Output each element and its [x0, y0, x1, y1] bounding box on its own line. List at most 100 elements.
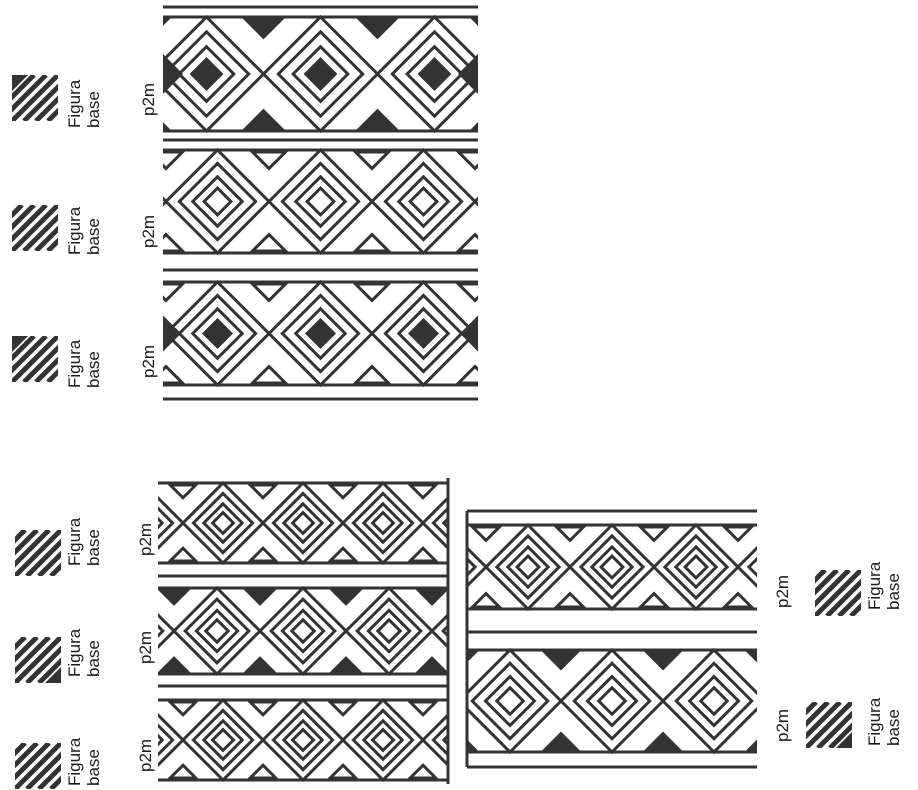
triangle-top	[410, 485, 436, 498]
stripe	[12, 205, 58, 251]
triangle-bottom	[359, 111, 395, 129]
triangle-top	[150, 284, 183, 300]
svg-text:Figura: Figura	[865, 561, 884, 610]
triangle-top	[459, 152, 492, 168]
triangle-top	[356, 152, 389, 168]
diamond-ring	[591, 295, 667, 371]
triangle-bottom	[410, 548, 436, 561]
figure-label-left-2: Figura base	[65, 628, 103, 677]
stripe	[15, 530, 61, 576]
diamond-center	[410, 320, 437, 347]
triangle-bottom	[641, 594, 668, 607]
frieze-top-2	[0, 150, 697, 253]
diamond-center	[293, 513, 314, 534]
triangle-top	[356, 284, 389, 300]
triangle-bottom	[170, 765, 196, 778]
group-label-top-1: p2m	[139, 83, 158, 116]
triangle-top	[245, 19, 281, 37]
svg-text:base: base	[84, 529, 103, 566]
diamond-ring	[488, 163, 564, 239]
diamond-ring	[591, 163, 667, 239]
triangle-top	[562, 284, 595, 300]
diamond-center	[307, 188, 334, 215]
triangle-top	[647, 652, 680, 668]
triangle-top	[47, 284, 80, 300]
triangle-bottom	[253, 367, 286, 383]
triangle-top	[490, 485, 516, 498]
stripe	[818, 702, 864, 748]
diamond-ring	[399, 177, 448, 226]
frieze-left-1	[23, 483, 596, 563]
svg-text:base: base	[884, 573, 903, 610]
stripe	[791, 570, 837, 616]
stripe	[0, 205, 46, 251]
diamond-ring	[592, 547, 632, 587]
diamond-center	[192, 59, 222, 89]
triangle-bottom	[250, 548, 276, 561]
triangle-bottom	[562, 367, 595, 383]
diamond-ring	[488, 295, 564, 371]
figure-label-right-1: Figura base	[865, 561, 903, 610]
diamond-center	[306, 59, 336, 89]
svg-text:base: base	[84, 91, 103, 128]
diamond-ring	[588, 677, 637, 726]
stripe	[3, 637, 49, 683]
triangle-top	[47, 152, 80, 168]
svg-text:base: base	[84, 749, 103, 786]
triangle-bottom	[473, 594, 500, 607]
triangle-top	[749, 652, 782, 668]
triangle-top	[459, 284, 492, 300]
diamond-center	[204, 188, 231, 215]
diamond-ring	[502, 309, 551, 358]
diamond-center	[534, 59, 564, 89]
triangle-top	[809, 527, 836, 540]
stripe	[0, 75, 46, 121]
triangle-top	[246, 590, 274, 604]
diamond-ring	[502, 177, 551, 226]
svg-text:Figura: Figura	[65, 206, 84, 255]
diamond-center	[497, 688, 524, 715]
triangle-top	[545, 652, 578, 668]
diamond-ring	[193, 177, 242, 226]
diamond-center	[293, 730, 314, 751]
diamond-ring	[578, 282, 681, 385]
diamond-center	[213, 513, 234, 534]
diamond-ring	[475, 282, 578, 385]
svg-text:Figura: Figura	[65, 79, 84, 128]
diamond-center	[204, 320, 231, 347]
diamond-ring	[605, 309, 654, 358]
diamond-center	[373, 513, 394, 534]
diamond-center	[0, 188, 25, 215]
triangle-top	[74, 590, 102, 604]
diamond-ring	[521, 47, 576, 102]
figure-label-right-2: Figura base	[865, 697, 903, 746]
triangle-top	[665, 152, 698, 168]
figure-label-top-2: Figura base	[65, 206, 103, 255]
svg-text:base: base	[884, 709, 903, 746]
svg-text:Figura: Figura	[65, 628, 84, 677]
diamond-center	[307, 320, 334, 347]
triangle-bottom	[545, 734, 578, 750]
diamond-ring	[424, 547, 464, 587]
triangle-top	[17, 19, 53, 37]
triangle-bottom	[332, 658, 360, 672]
triangle-top	[150, 152, 183, 168]
triangle-top	[160, 590, 188, 604]
diamond-ring	[284, 721, 322, 759]
triangle-bottom	[562, 235, 595, 251]
triangle-bottom	[665, 235, 698, 251]
triangle-top	[587, 19, 623, 37]
diamond-center	[601, 556, 623, 578]
triangle-bottom	[250, 765, 276, 778]
triangle-bottom	[170, 548, 196, 561]
diamond-center	[616, 188, 643, 215]
stripe	[3, 743, 49, 789]
triangle-top	[332, 590, 360, 604]
stripe	[3, 530, 49, 576]
stripe	[15, 743, 61, 789]
triangle-top	[330, 702, 356, 715]
diamond-ring	[0, 150, 63, 253]
diamond-ring	[284, 504, 322, 542]
group-label-right-1: p2m	[773, 575, 792, 608]
